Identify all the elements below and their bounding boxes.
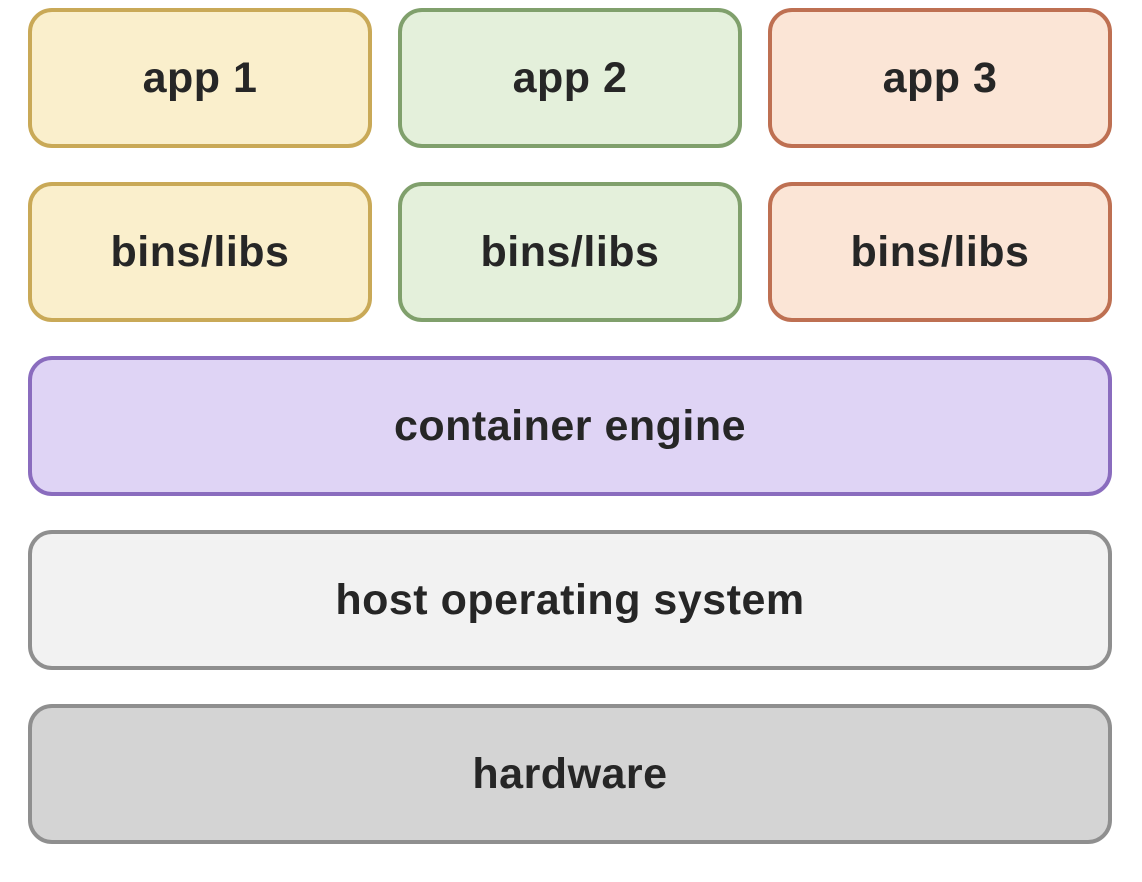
hardware-layer: hardware: [28, 704, 1112, 844]
bins-libs-1-box: bins/libs: [28, 182, 372, 322]
app-3-box: app 3: [768, 8, 1112, 148]
bins-libs-2-box: bins/libs: [398, 182, 742, 322]
app-1-box: app 1: [28, 8, 372, 148]
bins-libs-row: bins/libs bins/libs bins/libs: [28, 182, 1112, 322]
apps-row: app 1 app 2 app 3: [28, 8, 1112, 148]
host-operating-system-layer: host operating system: [28, 530, 1112, 670]
container-engine-layer: container engine: [28, 356, 1112, 496]
app-2-box: app 2: [398, 8, 742, 148]
bins-libs-3-box: bins/libs: [768, 182, 1112, 322]
